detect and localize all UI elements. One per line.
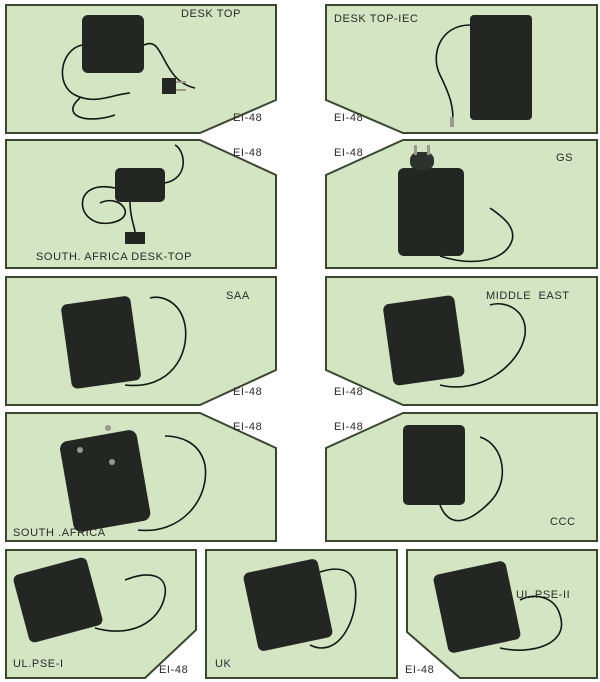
model-label: EI-48 bbox=[334, 112, 364, 124]
panel-south-africa-desk-top bbox=[5, 139, 277, 269]
model-label: EI-48 bbox=[334, 386, 364, 398]
model-label: EI-48 bbox=[233, 386, 263, 398]
model-label: EI-48 bbox=[233, 421, 263, 433]
adapter-image-uk bbox=[243, 559, 357, 651]
label-desk-top: DESK TOP bbox=[181, 8, 242, 20]
adapter-image-desk-top-iec bbox=[435, 15, 532, 127]
label-desk-top-iec: DESK TOP-IEC bbox=[334, 13, 419, 25]
adapter-image-ul-pse-ii bbox=[433, 561, 563, 653]
model-label: EI-48 bbox=[159, 664, 189, 676]
adapter-image-saa bbox=[61, 296, 187, 389]
label-south-africa: SOUTH .AFRICA bbox=[13, 527, 106, 539]
label-gs: GS bbox=[556, 152, 574, 164]
label-ccc: CCC bbox=[550, 516, 576, 528]
adapter-image-gs bbox=[398, 145, 514, 263]
adapter-image-ccc bbox=[403, 425, 504, 522]
label-ul-pse-ii: UL.PSE-II bbox=[516, 589, 571, 601]
label-middle-east: MIDDLE EAST bbox=[486, 290, 570, 302]
model-label: EI-48 bbox=[233, 147, 263, 159]
label-saa: SAA bbox=[226, 290, 250, 302]
model-label: EI-48 bbox=[334, 421, 364, 433]
model-label: EI-48 bbox=[334, 147, 364, 159]
adapter-image-desk-top bbox=[61, 15, 196, 120]
label-ul-pse-i: UL.PSE-I bbox=[13, 658, 64, 670]
model-label: EI-48 bbox=[233, 112, 263, 124]
adapter-image-south-africa bbox=[60, 425, 207, 532]
model-label: EI-48 bbox=[405, 664, 435, 676]
adapter-image-south-africa-desk-top bbox=[81, 144, 184, 244]
adapter-image-middle-east bbox=[383, 295, 526, 388]
adapter-image-ul-pse-i bbox=[13, 557, 167, 643]
label-south-africa-desk-top: SOUTH. AFRICA DESK-TOP bbox=[36, 251, 193, 263]
label-uk: UK bbox=[215, 658, 232, 670]
